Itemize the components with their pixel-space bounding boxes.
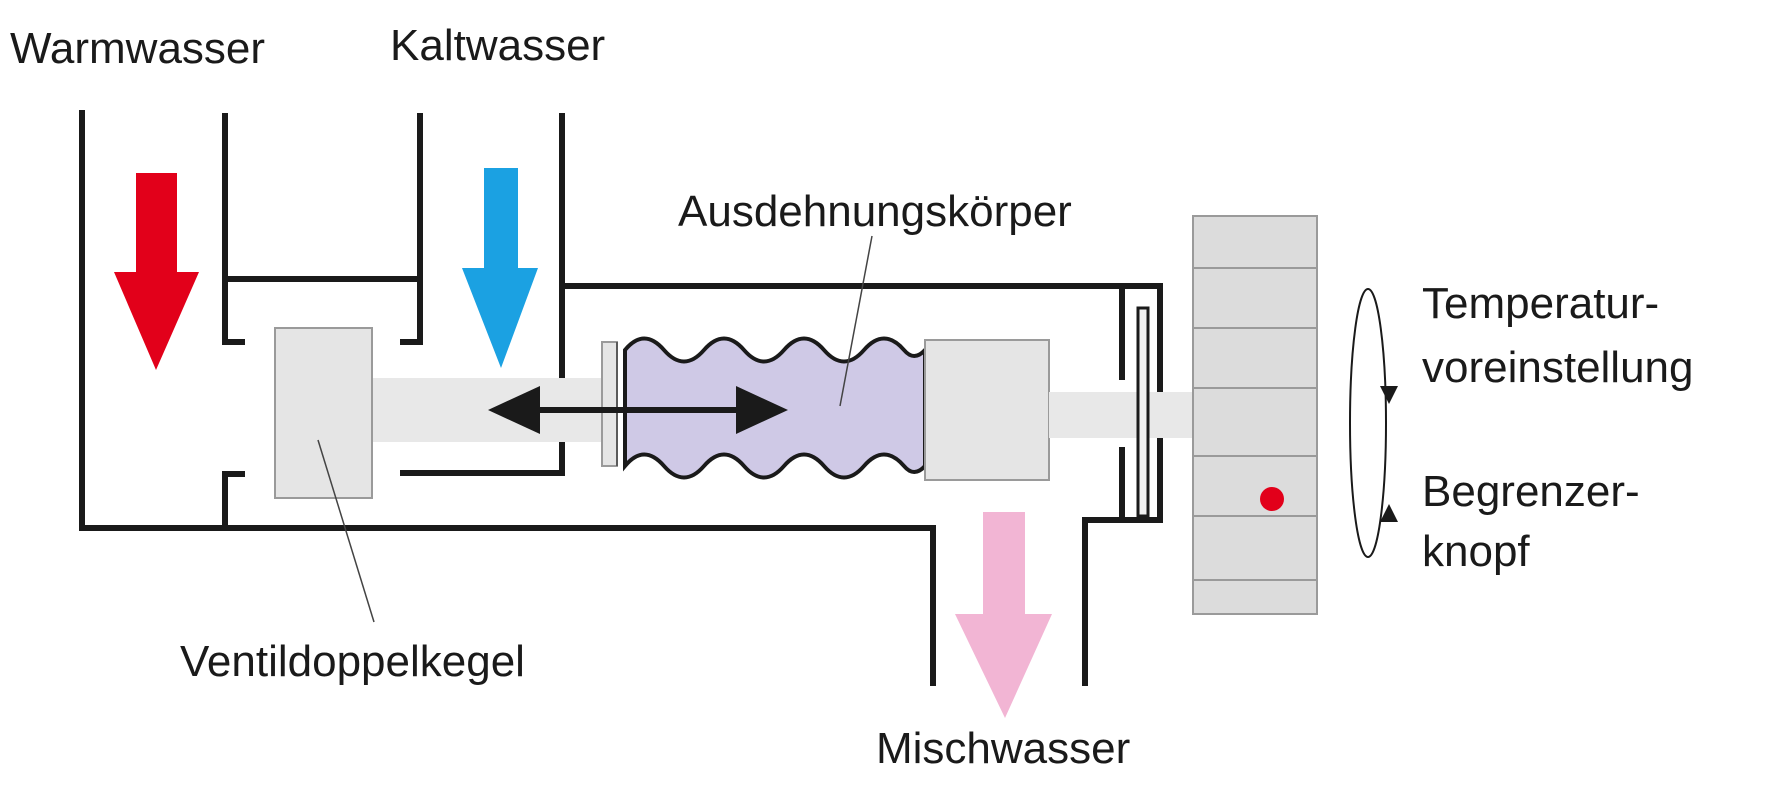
valve-double-cone: [274, 327, 373, 499]
valve-seat-upper-left: [222, 279, 245, 345]
leader-line-valve-double-cone: [317, 439, 375, 623]
warm-cold-divider-upper: [222, 113, 423, 282]
rotation-icon: [1349, 288, 1398, 558]
leader-line-expansion-body: [839, 235, 873, 407]
label-begrenzerknopf-line1: Begrenzer-: [1422, 467, 1640, 516]
label-ventildoppelkegel: Ventildoppelkegel: [180, 637, 525, 686]
cold-water-arrow-icon: [462, 168, 538, 368]
label-warmwasser: Warmwasser: [10, 24, 265, 73]
main-chamber-wall: [562, 283, 1163, 686]
warm-inlet-outer-wall: [79, 110, 936, 686]
label-ausdehnungskoerper: Ausdehnungskörper: [678, 187, 1072, 236]
valve-seat-upper-right: [400, 279, 423, 345]
label-temperaturvoreinstellung-line2: voreinstellung: [1422, 343, 1694, 392]
spindle: [1049, 392, 1195, 438]
limiter-dot[interactable]: [1260, 487, 1284, 511]
valve-seat-lower-left: [222, 471, 245, 528]
temperature-knob[interactable]: [1192, 215, 1318, 615]
warm-water-arrow-icon: [114, 173, 199, 370]
label-temperaturvoreinstellung-line1: Temperatur-: [1422, 279, 1659, 328]
bellows-end-plate-left: [601, 341, 618, 467]
bellows-end-plate-right: [924, 339, 1050, 481]
valve-seat-lower-right: [400, 113, 565, 476]
label-kaltwasser: Kaltwasser: [390, 21, 605, 70]
movement-double-arrow-icon: [488, 386, 788, 434]
label-mischwasser: Mischwasser: [876, 724, 1130, 773]
valve-housing: [79, 110, 1163, 686]
spindle-disc: [1136, 306, 1150, 518]
label-begrenzerknopf-line2: knopf: [1422, 527, 1530, 576]
mixed-water-arrow-icon: [955, 512, 1052, 718]
